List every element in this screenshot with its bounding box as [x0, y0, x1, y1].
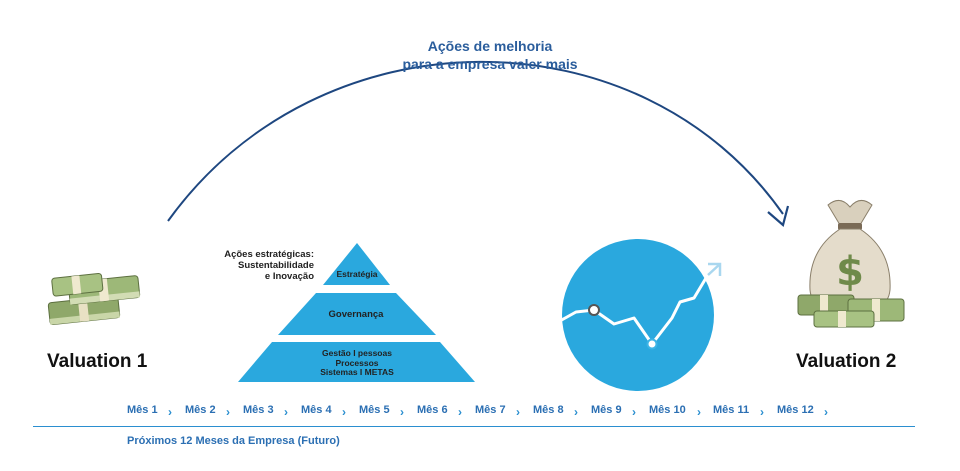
chevron-right-icon: › [400, 405, 404, 419]
tier-governanca: Governança [328, 309, 384, 320]
growth-line [557, 267, 714, 346]
growth-line-extension [707, 263, 721, 276]
tier-gestao-line-2: Processos [335, 357, 379, 368]
title-line-2: para a empresa valer mais [402, 56, 578, 72]
month-6: Mês 6 [417, 404, 448, 416]
strategic-actions-line-3: e Inovação [264, 271, 314, 282]
money-bag-icon: $ [797, 200, 905, 328]
chevron-right-icon: › [458, 405, 462, 419]
month-5: Mês 5 [359, 404, 390, 416]
svg-text:$: $ [836, 249, 864, 295]
tier-gestao: Gestão I pessoas Processos Sistemas I ME… [290, 348, 424, 378]
money-stacks-icon [47, 272, 141, 326]
growth-point-1 [588, 304, 600, 316]
month-3: Mês 3 [243, 404, 274, 416]
month-10: Mês 10 [649, 404, 686, 416]
month-11: Mês 11 [713, 404, 750, 416]
chevron-right-icon: › [226, 405, 230, 419]
month-9: Mês 9 [591, 404, 622, 416]
month-1: Mês 1 [127, 404, 158, 416]
month-4: Mês 4 [301, 404, 332, 416]
month-7: Mês 7 [475, 404, 506, 416]
chevron-right-icon: › [574, 405, 578, 419]
arc-arrowhead [767, 205, 790, 227]
chevron-right-icon: › [168, 405, 172, 419]
strategic-actions-line-1: Ações estratégicas: [224, 249, 314, 260]
growth-arrowhead [708, 262, 722, 276]
month-2: Mês 2 [185, 404, 216, 416]
tier-estrategia: Estratégia [336, 269, 378, 279]
timeline-footer: Próximos 12 Meses da Empresa (Futuro) [127, 435, 340, 447]
growth-chart-circle-icon [557, 239, 722, 391]
month-12: Mês 12 [777, 404, 814, 416]
growth-point-2 [646, 338, 658, 350]
chevron-right-icon: › [342, 405, 346, 419]
bag-top [827, 200, 873, 226]
chevron-right-icon: › [516, 405, 520, 419]
month-8: Mês 8 [533, 404, 564, 416]
valuation-1-label: Valuation 1 [47, 351, 148, 372]
chevron-right-icon: › [824, 405, 828, 419]
bag-money-stacks [797, 294, 905, 328]
timeline-divider [33, 426, 915, 427]
pyramid-tier-bottom [238, 342, 475, 382]
strategic-actions-label: Ações estratégicas: Sustentabilidade e I… [200, 249, 314, 282]
chevron-right-icon: › [284, 405, 288, 419]
strategic-actions-line-2: Sustentabilidade [237, 260, 314, 271]
tier-gestao-line-1: Gestão I pessoas [322, 348, 392, 358]
valuation-2-label: Valuation 2 [796, 351, 897, 372]
chevron-right-icon: › [760, 405, 764, 419]
tier-gestao-line-3: Sistemas I METAS [320, 367, 394, 377]
pyramid-tier-middle [278, 293, 436, 335]
chevron-right-icon: › [697, 405, 701, 419]
arc-path [167, 60, 784, 222]
growth-circle [562, 239, 714, 391]
chevron-right-icon: › [632, 405, 636, 419]
title-line-1: Ações de melhoria [427, 38, 553, 54]
pyramid-tier-top [323, 243, 390, 285]
